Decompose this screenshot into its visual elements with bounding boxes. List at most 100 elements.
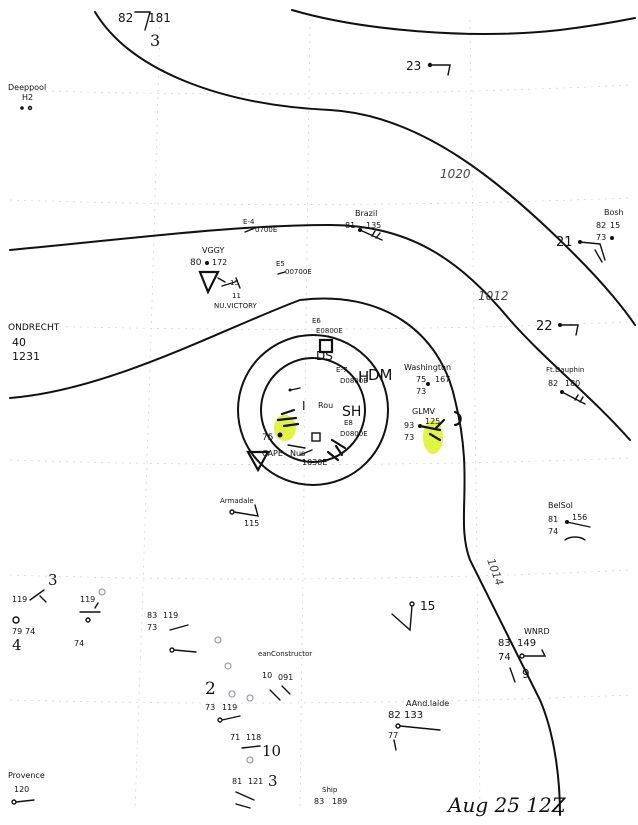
station-name: E8 <box>344 419 353 427</box>
station-dot <box>610 236 614 240</box>
station-washington: Washington 75 167 73 <box>404 363 462 427</box>
station-ship: Ship 83 189 <box>314 786 347 806</box>
station-name: Provence <box>8 771 45 780</box>
station-temp: 75 <box>416 375 426 384</box>
storm-i-label: I <box>302 399 306 413</box>
station-temp: 83 <box>314 797 324 806</box>
station-dewpoint: 74 <box>74 639 84 648</box>
station-pressure: 181 <box>148 11 171 25</box>
station-name: Bosh <box>604 208 624 217</box>
station-name: Ship <box>322 786 338 794</box>
station-name: Deeppool <box>8 83 46 92</box>
station-group-c: 71 118 10 <box>230 733 281 760</box>
station-leftgroup2: 119 74 <box>74 595 101 648</box>
station-mark: 3 <box>150 31 160 50</box>
isobar-main <box>9 223 631 441</box>
station-name: VGGY <box>202 246 224 255</box>
station-temp: 82 <box>118 11 133 25</box>
station-dewpoint: 74 <box>25 627 35 636</box>
storm-dm-label: DM <box>368 366 393 384</box>
station-temp: 71 <box>230 733 240 742</box>
station-value: H2 <box>22 93 33 102</box>
station-pressure: Nus <box>290 449 305 458</box>
isobar-1014-spiral <box>9 297 561 816</box>
isobar-label-1020: 1020 <box>440 167 471 181</box>
weather-symbol <box>198 270 220 295</box>
station-temp-2: 79 <box>12 627 22 636</box>
station-temp: 83 <box>147 611 157 620</box>
station-pressure: 180 <box>565 379 580 388</box>
station-temp: 22 <box>536 319 553 334</box>
wind-barb <box>221 715 241 721</box>
station-temp: 81 <box>548 515 558 524</box>
wind-barb <box>244 227 256 233</box>
weather-symbol <box>246 450 270 473</box>
station-dewpoint: 73 <box>596 233 606 242</box>
station-pressure: E0800E <box>316 327 343 335</box>
station-marker <box>12 616 20 624</box>
wind-barb <box>217 277 241 289</box>
station-dewpoint: 77 <box>388 731 398 740</box>
station-temp: 81 <box>232 777 242 786</box>
wind-barb <box>561 391 586 405</box>
station-dot <box>205 261 209 265</box>
station-box <box>318 338 334 354</box>
station-dewpoint: 73 <box>404 433 414 442</box>
wind-barb <box>579 241 606 263</box>
station-22: 22 <box>536 319 579 336</box>
graticule <box>9 19 631 811</box>
station-name: AAnd.laide <box>406 699 449 708</box>
station-belsol: BelSol 81 156 74 <box>548 501 591 541</box>
station-mark: 3 <box>268 772 278 790</box>
station-pressure: 119 <box>163 611 178 620</box>
station-rou: Rou <box>318 401 333 410</box>
station-temp: 23 <box>406 59 421 73</box>
arrow <box>509 667 516 683</box>
wind-barb <box>418 418 446 442</box>
station-pressure: 0700E <box>255 226 277 234</box>
station-pressure: 115 <box>244 519 259 528</box>
station-e8: E8 D0800E <box>326 419 368 462</box>
station-ds: DS <box>316 349 333 363</box>
station-pressure: 189 <box>332 797 347 806</box>
station-dot <box>277 432 283 438</box>
station-temp: 93 <box>404 421 414 430</box>
station-e9: 1030E <box>287 432 327 467</box>
wind-barb <box>523 649 547 657</box>
station-dewpoint: 73 <box>147 623 157 632</box>
station-dot <box>20 106 24 110</box>
station-dewpoint: 74 <box>548 527 558 536</box>
station-top-left: 82 181 3 <box>118 11 171 50</box>
station-name: Brazil <box>355 209 377 218</box>
station-pressure: 120 <box>14 785 29 794</box>
station-name: E-7 <box>336 366 347 374</box>
station-temp: 82 <box>596 221 606 230</box>
station-deeppool: Deeppool H2 <box>8 83 46 111</box>
station-pressure: 149 <box>517 638 536 649</box>
station-provence: Provence 120 <box>8 771 45 805</box>
wind-barb <box>79 602 101 613</box>
isobar-north <box>94 11 636 326</box>
station-dewpoint: 74 <box>498 652 511 663</box>
station-pressure: 167 <box>435 375 450 384</box>
station-pressure: D0800E <box>340 430 368 438</box>
station-pressure: 15 <box>230 279 239 287</box>
storm-sh-label: SH <box>342 404 361 420</box>
station-23: 23 <box>406 59 451 76</box>
station-21: 21 <box>556 235 606 263</box>
station-pressure: D0800E <box>340 377 368 385</box>
station-ftdauphin: Ft.Dauphin 82 180 <box>546 366 586 405</box>
station-pressure: 10 <box>262 671 272 680</box>
station-name: ONDRECHT <box>8 323 60 333</box>
station-cape: 75 CAPE Nus <box>246 408 305 473</box>
station-glmv: GLMV 93 125 73 <box>404 407 446 442</box>
station-pressure: 156 <box>572 513 587 522</box>
station-brazil: Brazil 81 135 <box>345 209 383 241</box>
station-mark: 2 <box>205 679 216 699</box>
isobar-1012 <box>291 9 636 35</box>
station-temp: 75 <box>262 433 273 443</box>
station-e5: E5 00700E <box>276 260 312 276</box>
station-temp: 21 <box>556 235 573 250</box>
